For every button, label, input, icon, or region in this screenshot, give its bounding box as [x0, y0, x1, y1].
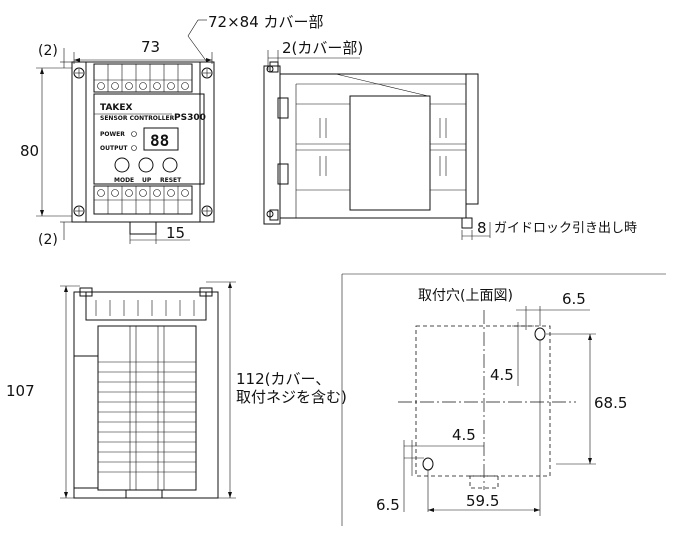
- subtitle-label: SENSOR CONTROLLER: [100, 115, 175, 122]
- front-width-label: 73: [141, 38, 160, 56]
- brand-label: TAKEX: [100, 103, 133, 113]
- top-hole-icon: [534, 327, 546, 341]
- output-led-label: OUTPUT: [100, 145, 128, 152]
- power-led-label: POWER: [100, 131, 125, 138]
- reset-button-label: RESET: [160, 177, 182, 184]
- bottom-length-line1: 112(カバー、: [236, 370, 330, 388]
- bottom-drop-label: 4.5: [452, 426, 476, 444]
- digit-display: [143, 127, 179, 151]
- lock-value-label: 8: [477, 219, 487, 237]
- bottom-view: 107 112(カバー、 取付ネジを含む): [6, 281, 347, 499]
- lock-note-label: ガイドロック引き出し時: [494, 221, 637, 236]
- top-offset-label: 6.5: [562, 290, 586, 308]
- reset-button-icon: [162, 157, 178, 173]
- width-label: 59.5: [466, 492, 499, 510]
- bottom-hole-icon: [422, 457, 434, 471]
- top-drop-label: 4.5: [490, 366, 514, 384]
- front-margin-top-label: (2): [38, 43, 58, 59]
- bottom-length-line2: 取付ネジを含む): [236, 388, 347, 406]
- mode-button-label: MODE: [114, 177, 134, 184]
- model-label: PS300: [174, 113, 206, 123]
- front-height-label: 80: [20, 142, 39, 160]
- side-view: 2(カバー部): [263, 39, 637, 240]
- power-led-icon: [131, 131, 137, 137]
- digit-display-value: 88: [150, 131, 169, 150]
- mode-button-icon: [114, 157, 130, 173]
- up-button-icon: [138, 157, 154, 173]
- mounting-view: 取付穴(上面図) 6.5 4.5 68.5 4.5 6.5: [341, 273, 666, 526]
- front-view: 72×84 カバー部 73 80 (2) (2): [20, 13, 324, 248]
- front-margin-bottom-label: (2): [38, 232, 58, 248]
- cover-depth-label: 2(カバー部): [282, 39, 363, 57]
- bottom-width-label: 107: [6, 382, 35, 400]
- mounting-title: 取付穴(上面図): [418, 288, 513, 304]
- front-bottom-width-label: 15: [166, 224, 185, 242]
- output-led-icon: [131, 145, 137, 151]
- cover-note-label: 72×84 カバー部: [208, 13, 324, 31]
- bottom-offset-label: 6.5: [376, 496, 400, 514]
- up-button-label: UP: [142, 177, 152, 184]
- height-label: 68.5: [594, 394, 627, 412]
